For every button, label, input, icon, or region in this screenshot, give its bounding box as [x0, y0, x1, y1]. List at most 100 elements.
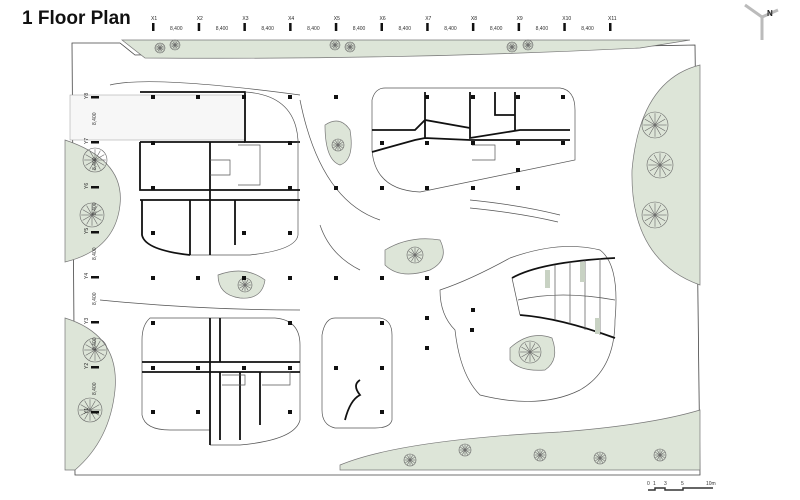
grid-y-spacing: 8,400	[92, 112, 98, 125]
grid-x-marker	[517, 23, 521, 31]
grid-x-spacing: 8,400	[307, 26, 320, 32]
grid-x-marker	[609, 23, 612, 31]
column	[471, 95, 475, 99]
grid-x-marker	[426, 23, 429, 31]
north-label: N	[767, 9, 773, 18]
column	[288, 186, 292, 190]
path-line	[99, 81, 381, 311]
grid-x-label: X9	[517, 16, 523, 22]
column	[288, 141, 292, 145]
grid-y-spacing: 8,400	[92, 382, 98, 395]
column	[471, 186, 475, 190]
column	[242, 231, 246, 235]
scale-tick: 10m	[706, 481, 716, 487]
column	[151, 95, 155, 99]
tree-icon	[533, 448, 547, 462]
grid-y-spacing: 8,400	[92, 202, 98, 215]
grid-x-label: X6	[380, 16, 386, 22]
column	[288, 276, 292, 280]
tree-icon	[169, 39, 181, 51]
grid-x-axis: X18,400X28,400X38,400X48,400X58,400X68,4…	[151, 16, 617, 32]
grid-x-marker	[563, 23, 566, 31]
tree-icon	[518, 340, 542, 364]
page-title: 1 Floor Plan	[22, 8, 131, 29]
building-top-left	[69, 91, 300, 256]
column	[425, 186, 429, 190]
tree-icon	[331, 138, 345, 152]
grid-y-marker	[91, 141, 99, 144]
column	[151, 141, 155, 145]
column	[288, 366, 292, 370]
building-right	[439, 246, 617, 402]
grid-x-spacing: 8,400	[536, 26, 549, 32]
grid-y-marker	[91, 276, 99, 279]
tree-icon	[237, 277, 253, 293]
column	[288, 321, 292, 325]
tree-icon	[82, 337, 108, 363]
grid-x-marker	[471, 23, 475, 31]
column	[196, 95, 200, 99]
column	[151, 321, 155, 325]
column	[334, 366, 338, 370]
bridge	[469, 199, 561, 223]
grid-y-spacing: 8,400	[92, 292, 98, 305]
grid-y-label: Y3	[84, 318, 90, 324]
grid-y-spacing: 8,400	[92, 247, 98, 260]
tree-icon	[653, 448, 667, 462]
column	[288, 95, 292, 99]
scale-tick: 5	[681, 481, 684, 487]
column	[288, 410, 292, 414]
column	[425, 316, 429, 320]
column	[516, 168, 520, 172]
grid-y-label: Y6	[84, 183, 90, 189]
grid-y-label: Y2	[84, 363, 90, 369]
planter-3	[217, 270, 266, 299]
structural-columns	[151, 95, 565, 414]
tree-icon	[406, 246, 424, 264]
grid-x-marker	[334, 23, 338, 31]
tree-icon	[77, 397, 103, 423]
column	[425, 95, 429, 99]
grid-x-label: X3	[242, 16, 248, 22]
column	[425, 346, 429, 350]
grid-x-label: X4	[288, 16, 294, 22]
grid-x-marker	[197, 23, 201, 31]
column	[516, 141, 520, 145]
grid-x-spacing: 8,400	[490, 26, 503, 32]
column	[151, 186, 155, 190]
grid-y-marker	[91, 321, 99, 324]
tree-icon	[522, 39, 534, 51]
column	[151, 276, 155, 280]
tree-icon	[646, 151, 674, 179]
grid-x-label: X5	[334, 16, 340, 22]
grid-y-label: Y8	[84, 93, 90, 99]
column	[471, 141, 475, 145]
grid-y-label: Y7	[84, 138, 90, 144]
tree-icon	[344, 41, 356, 53]
grid-y-label: Y5	[84, 228, 90, 234]
grid-y-label: Y1	[84, 408, 90, 414]
building-bottom-left	[141, 317, 301, 446]
tree-icon	[79, 202, 105, 228]
column	[380, 186, 384, 190]
grid-x-marker	[380, 23, 383, 31]
green-lobe-left-bottom	[64, 317, 116, 471]
green-strip-top	[120, 39, 691, 59]
column	[561, 95, 565, 99]
tree-icon	[154, 42, 166, 54]
grid-y-marker	[91, 96, 99, 99]
column	[471, 308, 475, 312]
grid-x-marker	[289, 23, 292, 31]
column	[380, 321, 384, 325]
column	[151, 366, 155, 370]
column	[242, 95, 246, 99]
grid-y-axis: Y88,400Y78,400Y68,400Y58,400Y48,400Y38,4…	[84, 93, 99, 414]
building-top-middle	[371, 87, 576, 193]
scale-bar: 0 1 3 5 10m	[647, 481, 716, 491]
column	[380, 366, 384, 370]
grid-x-marker	[243, 23, 246, 31]
scale-tick: 0	[647, 481, 650, 487]
grid-y-marker	[91, 231, 99, 234]
column	[196, 366, 200, 370]
column	[151, 231, 155, 235]
